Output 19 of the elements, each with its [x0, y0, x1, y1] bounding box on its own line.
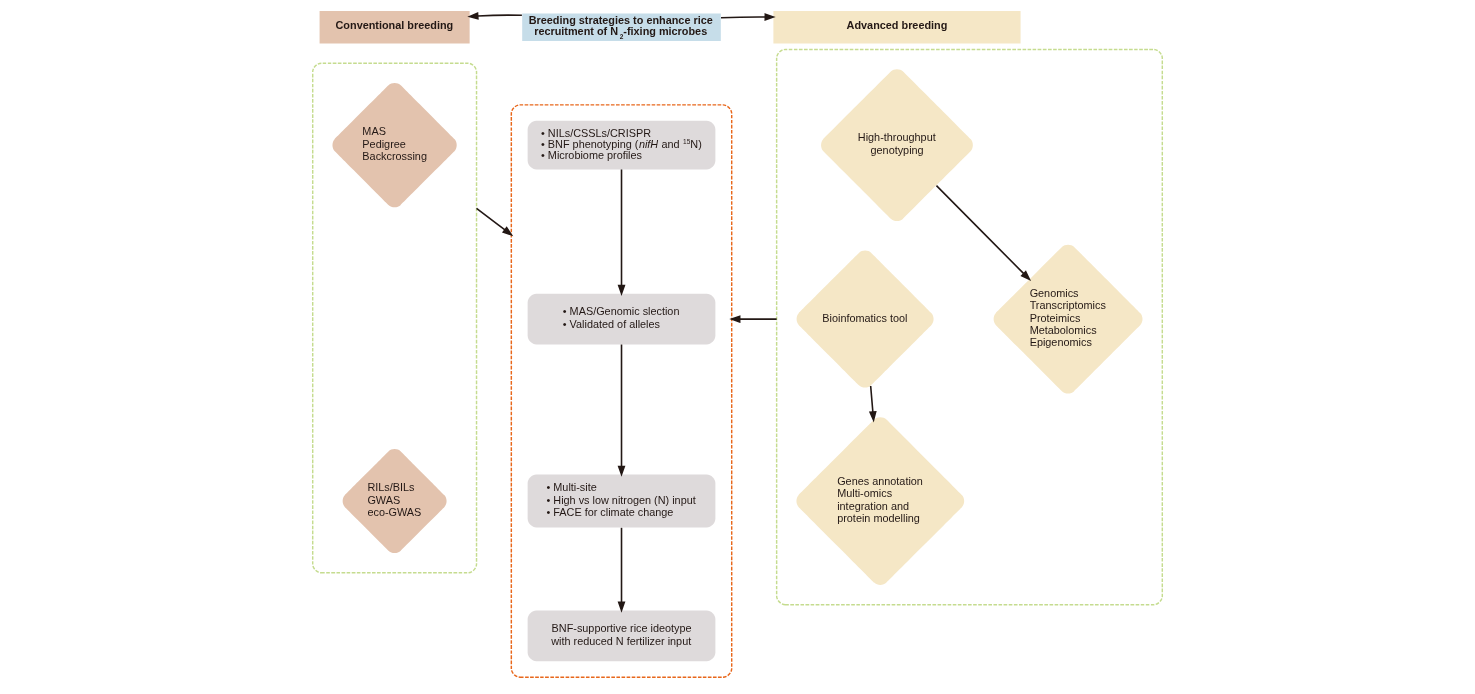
- arrow: [617, 343, 626, 477]
- node-box: • Multi-site • High vs low nitrogen (N) input • FACE for climate change: [527, 474, 716, 528]
- arrow: [617, 527, 626, 613]
- arrow: [475, 207, 514, 237]
- node-box: BNF-supportive rice ideotype with reduced N fertilizer input: [527, 610, 716, 662]
- arrow: [720, 13, 776, 21]
- node-box: Breeding strategies to enhance rice recruitment of N$_{2}$-fixing microbes: [522, 13, 721, 42]
- arrow: [467, 12, 523, 20]
- node-box: Advanced breeding: [773, 11, 1021, 44]
- cluster: [775, 48, 1164, 606]
- arrow: [935, 184, 1032, 282]
- cluster: [510, 104, 733, 678]
- arrow: [729, 315, 778, 323]
- node-box: • MAS/Genomic slection • Validated of alleles: [527, 293, 716, 345]
- arrow: [868, 385, 877, 423]
- arrow: [617, 168, 626, 297]
- node-box: • NILs/CSSLs/CRISPR • BNF phenotyping (nifH and $^{15}$N) • Microbiome profiles: [527, 120, 716, 170]
- cluster: [311, 62, 478, 574]
- node-box: Conventional breeding: [319, 11, 470, 44]
